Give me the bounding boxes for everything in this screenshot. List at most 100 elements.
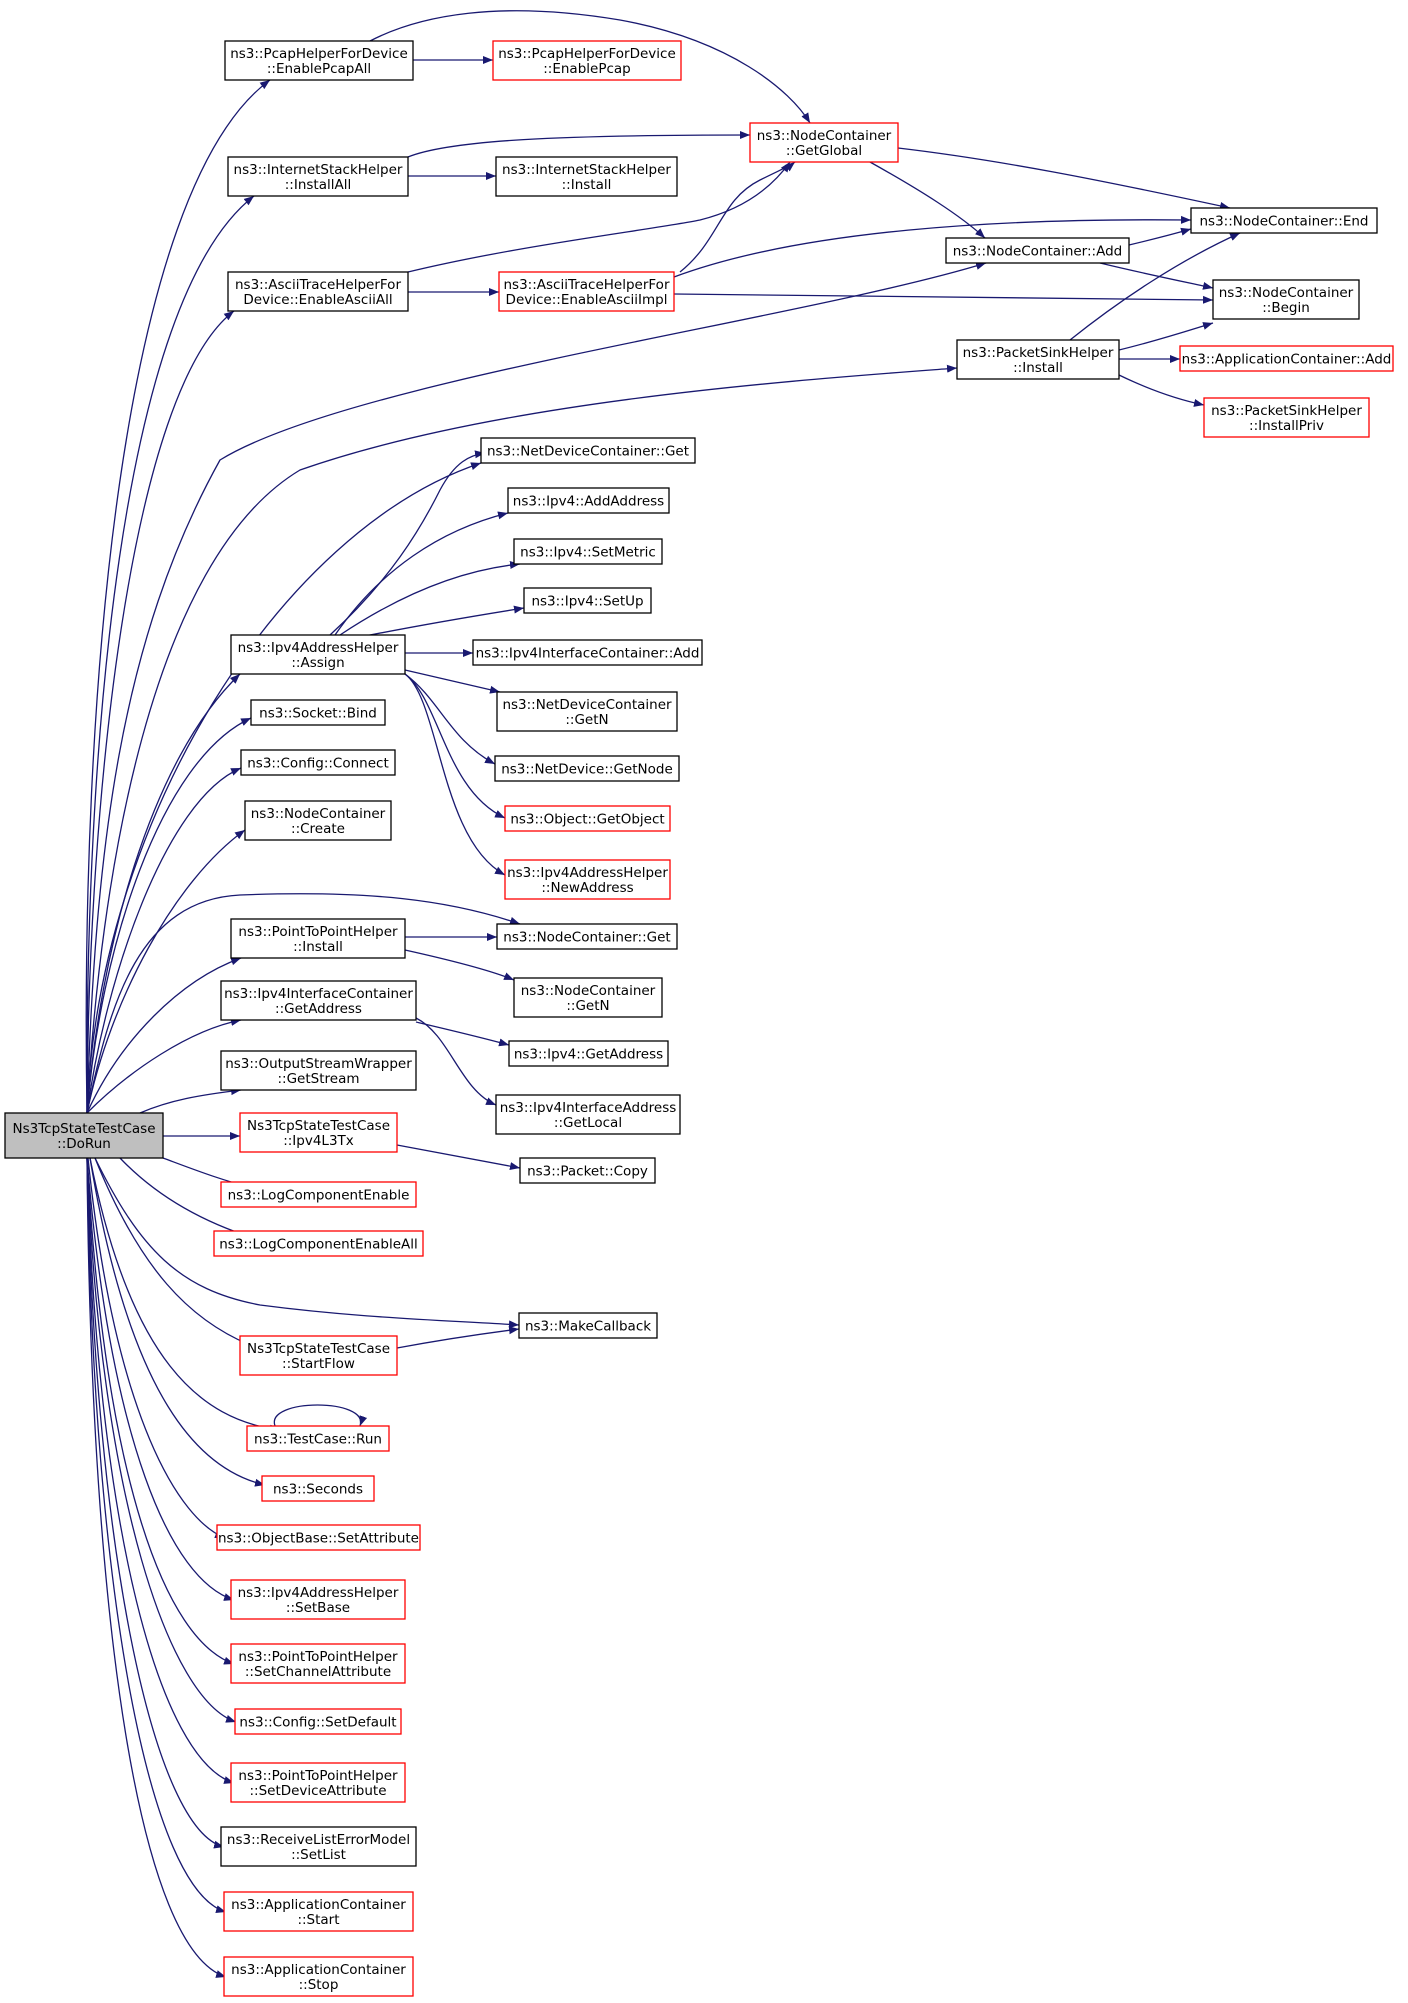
node-cfgconnect[interactable]: ns3::Config::Connect (240, 749, 396, 776)
edge-ncadd-to-ncbegin (1099, 262, 1214, 290)
node-box (216, 1524, 421, 1551)
node-label: ::DoRun (57, 1136, 111, 1152)
node-label: ::GetLocal (554, 1115, 622, 1131)
node-iicadd[interactable]: ns3::Ipv4InterfaceContainer::Add (472, 639, 703, 666)
edge-iicgetaddr-to-iagetlocal (415, 1017, 497, 1106)
node-label: ::Stop (299, 1977, 339, 1993)
edge-ipv4assign-to-objgetobj (404, 673, 506, 819)
node-p2pinst[interactable]: ns3::PointToPointHelper::Install (230, 918, 406, 959)
node-acstop[interactable]: ns3::ApplicationContainer::Stop (223, 1956, 414, 1997)
node-logenableall[interactable]: ns3::LogComponentEnableAll (213, 1230, 424, 1257)
node-sockbind[interactable]: ns3::Socket::Bind (250, 699, 386, 726)
node-asciiimpl[interactable]: ns3::AsciiTraceHelperForDevice::EnableAs… (498, 271, 675, 312)
node-ipv4setup[interactable]: ns3::Ipv4::SetUp (523, 587, 652, 614)
edge-path (86, 829, 246, 1114)
node-ncend[interactable]: ns3::NodeContainer::End (1190, 207, 1378, 234)
node-label: ns3::Ipv4::SetMetric (520, 545, 656, 561)
node-ncbegin[interactable]: ns3::NodeContainer::Begin (1212, 279, 1360, 320)
node-label: ns3::Ipv4AddressHelper (507, 865, 668, 881)
node-acadd[interactable]: ns3::ApplicationContainer::Add (1179, 345, 1394, 372)
node-box (220, 1181, 417, 1208)
node-ndcgetn[interactable]: ns3::NetDeviceContainer::GetN (496, 691, 678, 732)
node-ndcget[interactable]: ns3::NetDeviceContainer::Get (480, 437, 696, 464)
node-l3tx[interactable]: Ns3TcpStateTestCase::Ipv4L3Tx (239, 1112, 398, 1153)
node-iagetlocal[interactable]: ns3::Ipv4InterfaceAddress::GetLocal (495, 1094, 681, 1135)
node-label: Ns3TcpStateTestCase (12, 1121, 155, 1137)
node-box (495, 156, 678, 197)
node-label: ns3::Ipv4::AddAddress (513, 494, 664, 510)
node-acstart[interactable]: ns3::ApplicationContainer::Start (223, 1891, 414, 1932)
node-seconds[interactable]: ns3::Seconds (261, 1475, 375, 1502)
node-ishinst[interactable]: ns3::InternetStackHelper::Install (495, 156, 678, 197)
edge-path (86, 1157, 237, 1723)
edge-path (139, 1087, 242, 1114)
node-tcrun[interactable]: ns3::TestCase::Run (246, 1425, 390, 1452)
node-setbase[interactable]: ns3::Ipv4AddressHelper::SetBase (230, 1579, 406, 1620)
node-cfgsetdef[interactable]: ns3::Config::SetDefault (234, 1708, 402, 1735)
node-label: ns3::Ipv4::SetUp (531, 594, 643, 610)
node-psinstpriv[interactable]: ns3::PacketSinkHelper::InstallPriv (1203, 397, 1370, 438)
node-oswgetstream[interactable]: ns3::OutputStreamWrapper::GetStream (220, 1050, 417, 1091)
node-nccreate[interactable]: ns3::NodeContainer::Create (244, 800, 392, 841)
node-box (240, 749, 396, 776)
node-iicgetaddr[interactable]: ns3::Ipv4InterfaceContainer::GetAddress (220, 980, 417, 1021)
node-box (518, 1312, 658, 1339)
node-box (244, 800, 392, 841)
node-label: ns3::OutputStreamWrapper (225, 1056, 412, 1072)
node-label: ns3::Ipv4AddressHelper (238, 1585, 399, 1601)
node-label: ::StartFlow (282, 1356, 355, 1372)
node-getglobal[interactable]: ns3::NodeContainer::GetGlobal (749, 122, 899, 163)
node-setattr[interactable]: ns3::ObjectBase::SetAttribute (216, 1524, 421, 1551)
node-makecb[interactable]: ns3::MakeCallback (518, 1312, 658, 1339)
node-rlemsetlist[interactable]: ns3::ReceiveListErrorModel::SetList (220, 1826, 417, 1867)
edge-dorun-to-cfgconnect (86, 767, 242, 1114)
edge-dorun-to-sockbind (86, 717, 252, 1114)
node-ncgetn[interactable]: ns3::NodeContainer::GetN (513, 977, 663, 1018)
node-label: ::NewAddress (541, 880, 633, 896)
node-box (519, 1157, 656, 1184)
edge-dorun-to-setbase (86, 1157, 235, 1601)
node-label: ns3::NodeContainer::Add (953, 244, 1122, 260)
node-pcapall[interactable]: ns3::PcapHelperForDevice::EnablePcapAll (224, 40, 414, 81)
node-asciiall[interactable]: ns3::AsciiTraceHelperForDevice::EnableAs… (227, 271, 409, 312)
node-ipv4addaddr[interactable]: ns3::Ipv4::AddAddress (507, 487, 670, 514)
node-logenable[interactable]: ns3::LogComponentEnable (220, 1181, 417, 1208)
node-label: Ns3TcpStateTestCase (247, 1341, 390, 1357)
node-label: ::GetN (566, 998, 609, 1014)
node-label: ns3::NodeContainer::Get (503, 930, 670, 946)
node-pcap[interactable]: ns3::PcapHelperForDevice::EnablePcap (492, 40, 682, 81)
node-objgetobj[interactable]: ns3::Object::GetObject (504, 805, 671, 832)
node-pktcopy[interactable]: ns3::Packet::Copy (519, 1157, 656, 1184)
node-psinst[interactable]: ns3::PacketSinkHelper::Install (956, 339, 1120, 380)
edge-dorun-to-nccreate (86, 829, 246, 1114)
edge-path (86, 262, 987, 1114)
edge-dorun-to-seconds (89, 1157, 266, 1487)
node-setdevattr[interactable]: ns3::PointToPointHelper::SetDeviceAttrib… (230, 1762, 406, 1803)
node-box (239, 1112, 398, 1153)
node-setchattr[interactable]: ns3::PointToPointHelper::SetChannelAttri… (230, 1643, 406, 1684)
node-ipv4getaddr[interactable]: ns3::Ipv4::GetAddress (508, 1040, 669, 1067)
node-ncget[interactable]: ns3::NodeContainer::Get (496, 923, 678, 950)
node-label: ns3::Config::SetDefault (239, 1715, 396, 1731)
edge-path (87, 1157, 226, 1539)
edge-path (339, 561, 521, 636)
edge-dorun-to-iicgetaddr (86, 1018, 242, 1114)
edge-ishall-to-getglobal (407, 131, 751, 158)
node-ipv4setmetric[interactable]: ns3::Ipv4::SetMetric (513, 538, 663, 565)
edge-pcapall-to-getglobal (369, 10, 811, 124)
node-label: ns3::NodeContainer (251, 806, 386, 822)
edge-path (415, 1021, 510, 1047)
node-ndgetnode[interactable]: ns3::NetDevice::GetNode (494, 755, 680, 782)
edge-path (1128, 227, 1192, 246)
edge-asciiimpl-to-getglobal (679, 161, 796, 273)
node-label: ns3::Config::Connect (247, 756, 389, 772)
node-newaddr[interactable]: ns3::Ipv4AddressHelper::NewAddress (504, 859, 671, 900)
node-dorun[interactable]: Ns3TcpStateTestCase::DoRun (4, 1112, 164, 1159)
node-startflow[interactable]: Ns3TcpStateTestCase::StartFlow (239, 1335, 398, 1376)
node-ipv4assign[interactable]: ns3::Ipv4AddressHelper::Assign (230, 634, 406, 675)
node-box (749, 122, 899, 163)
edge-path (86, 717, 252, 1114)
node-ncadd[interactable]: ns3::NodeContainer::Add (945, 237, 1130, 264)
node-ishall[interactable]: ns3::InternetStackHelper::InstallAll (227, 156, 409, 197)
